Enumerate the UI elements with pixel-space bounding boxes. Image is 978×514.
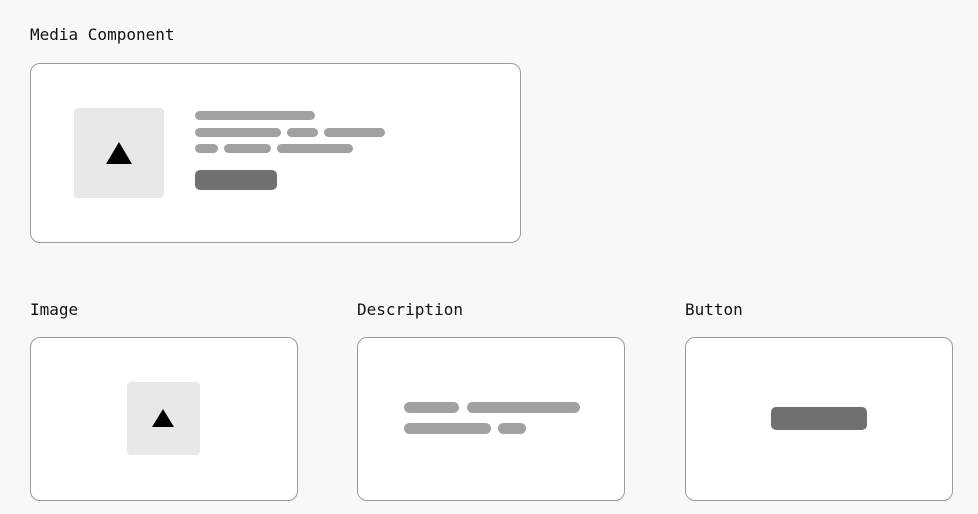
- image-part-card: [30, 337, 298, 501]
- media-image-placeholder: [74, 108, 164, 198]
- description-line-word: [277, 144, 353, 153]
- image-part-placeholder: [127, 382, 200, 455]
- description-line-word: [195, 128, 281, 137]
- description-line-word: [404, 423, 491, 434]
- button-part-title: Button: [685, 300, 743, 319]
- button-part-card: [685, 337, 953, 501]
- description-line-word: [404, 402, 459, 413]
- image-placeholder-triangle-icon: [152, 409, 174, 427]
- description-line-word: [467, 402, 580, 413]
- description-line-word: [224, 144, 271, 153]
- description-line-word: [498, 423, 526, 434]
- image-placeholder-triangle-icon: [106, 142, 132, 164]
- description-part-title: Description: [357, 300, 463, 319]
- image-part-title: Image: [30, 300, 79, 319]
- description-line-heading: [195, 111, 315, 120]
- description-line-word: [324, 128, 385, 137]
- button-placeholder: [771, 407, 867, 430]
- media-component-title: Media Component: [30, 25, 175, 44]
- media-component-card: [30, 63, 521, 243]
- description-part-card: [357, 337, 625, 501]
- description-line-word: [287, 128, 318, 137]
- media-button-placeholder: [195, 170, 277, 190]
- description-line-word: [195, 144, 218, 153]
